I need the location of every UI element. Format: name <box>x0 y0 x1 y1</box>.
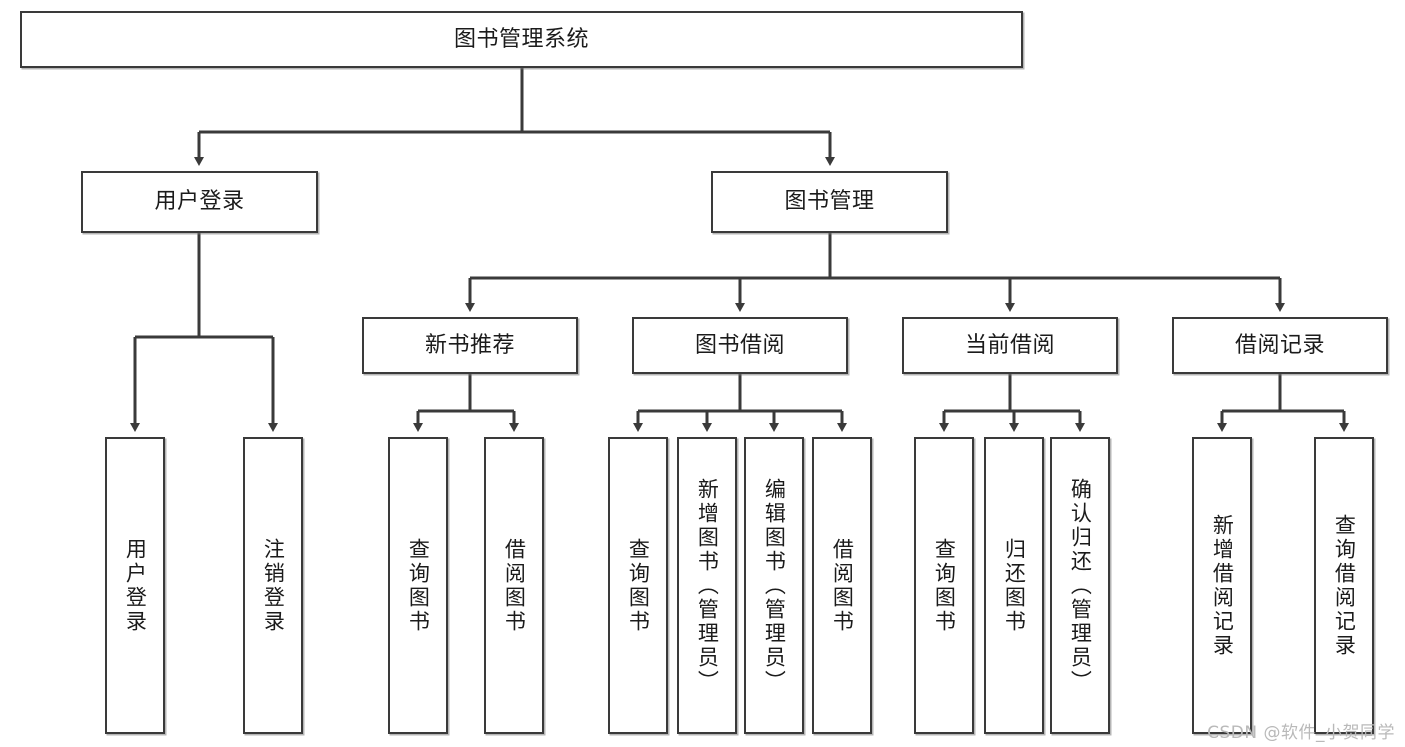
node-leaf-query-record[interactable]: 查询借阅记录 <box>1314 437 1374 734</box>
node-user-login[interactable]: 用户登录 <box>81 171 318 233</box>
node-leaf-edit-book-label: 编辑图书（管理员） <box>762 477 787 694</box>
node-leaf-logout-label: 注销登录 <box>261 537 286 634</box>
csdn-watermark: CSDN @软件_小贺同学 <box>1207 723 1395 743</box>
node-leaf-borrow-book-2[interactable]: 借阅图书 <box>812 437 872 734</box>
node-leaf-add-record[interactable]: 新增借阅记录 <box>1192 437 1252 734</box>
node-borrow-record[interactable]: 借阅记录 <box>1172 317 1388 374</box>
node-leaf-query-record-label: 查询借阅记录 <box>1332 513 1357 658</box>
node-new-book-rec-label: 新书推荐 <box>424 332 515 358</box>
node-leaf-query-book-1[interactable]: 查询图书 <box>388 437 448 734</box>
node-user-login-label: 用户登录 <box>154 189 245 215</box>
node-book-manage-label: 图书管理 <box>784 189 875 215</box>
node-leaf-query-book-2-label: 查询图书 <box>626 537 651 634</box>
node-root-label: 图书管理系统 <box>453 26 589 52</box>
node-leaf-add-book-label: 新增图书（管理员） <box>695 477 720 694</box>
node-leaf-return-book[interactable]: 归还图书 <box>984 437 1044 734</box>
node-leaf-confirm-return[interactable]: 确认归还（管理员） <box>1050 437 1110 734</box>
node-leaf-borrow-book-2-label: 借阅图书 <box>830 537 855 634</box>
node-leaf-return-book-label: 归还图书 <box>1002 537 1027 634</box>
node-new-book-rec[interactable]: 新书推荐 <box>362 317 578 374</box>
node-leaf-query-book-3-label: 查询图书 <box>932 537 957 634</box>
node-book-borrow[interactable]: 图书借阅 <box>632 317 848 374</box>
node-root[interactable]: 图书管理系统 <box>20 11 1023 68</box>
node-leaf-add-book[interactable]: 新增图书（管理员） <box>677 437 737 734</box>
node-book-borrow-label: 图书借阅 <box>694 332 785 358</box>
node-leaf-query-book-2[interactable]: 查询图书 <box>608 437 668 734</box>
node-leaf-edit-book[interactable]: 编辑图书（管理员） <box>744 437 804 734</box>
node-leaf-add-record-label: 新增借阅记录 <box>1210 513 1235 658</box>
node-leaf-confirm-return-label: 确认归还（管理员） <box>1068 477 1093 694</box>
node-leaf-borrow-book-1[interactable]: 借阅图书 <box>484 437 544 734</box>
node-current-borrow-label: 当前借阅 <box>964 332 1055 358</box>
node-leaf-user-login[interactable]: 用户登录 <box>105 437 165 734</box>
node-borrow-record-label: 借阅记录 <box>1234 332 1325 358</box>
node-current-borrow[interactable]: 当前借阅 <box>902 317 1118 374</box>
node-leaf-query-book-1-label: 查询图书 <box>406 537 431 634</box>
node-leaf-user-login-label: 用户登录 <box>123 537 148 634</box>
node-leaf-logout[interactable]: 注销登录 <box>243 437 303 734</box>
node-leaf-query-book-3[interactable]: 查询图书 <box>914 437 974 734</box>
node-book-manage[interactable]: 图书管理 <box>711 171 948 233</box>
node-leaf-borrow-book-1-label: 借阅图书 <box>502 537 527 634</box>
